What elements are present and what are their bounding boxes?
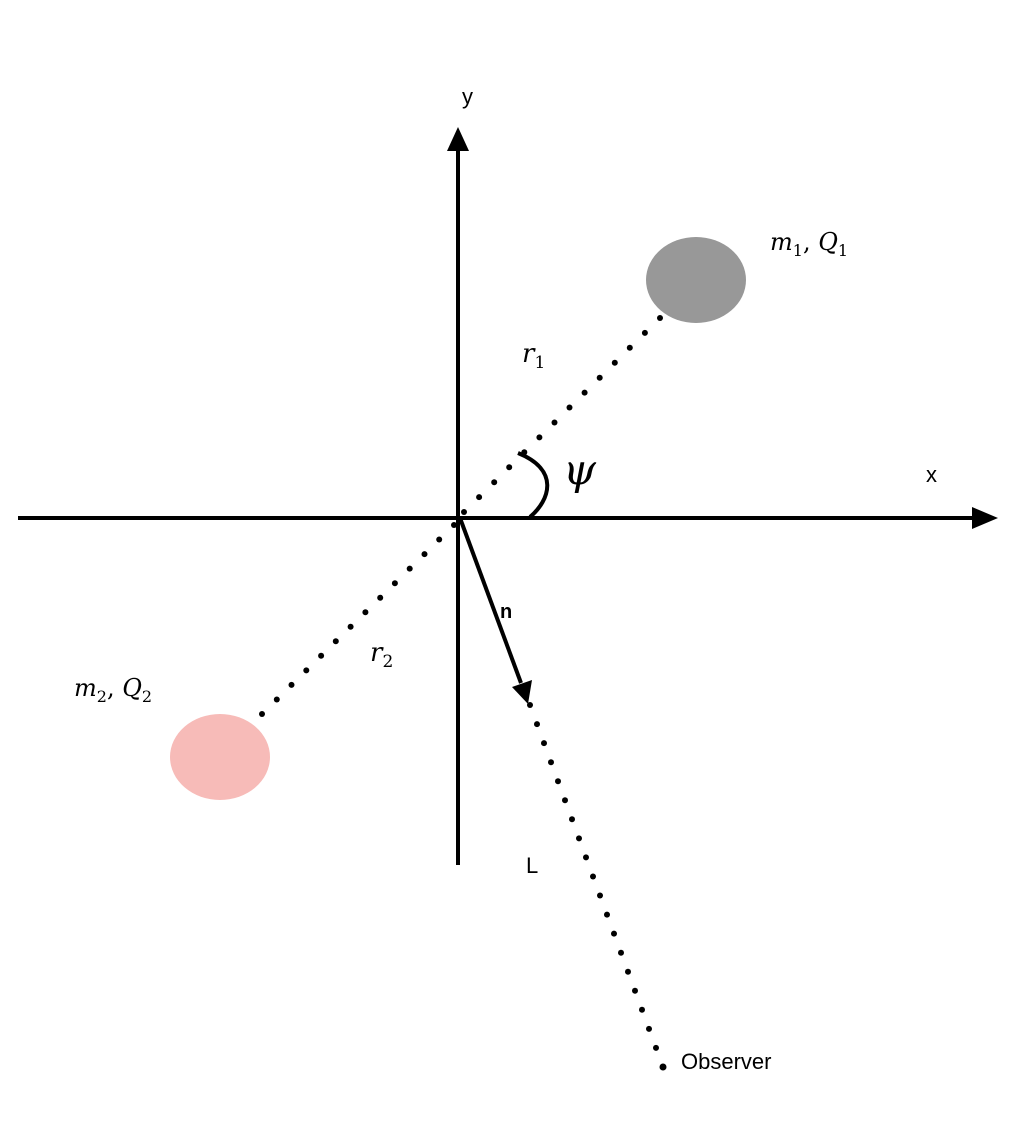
r1-dot: [626, 344, 633, 351]
r2-dot: [406, 565, 413, 572]
line-of-sight-dot: [604, 911, 610, 918]
body-2-circle: [170, 714, 270, 800]
body-1-label: m1, Q1: [770, 228, 848, 260]
r1-symbol: r: [522, 339, 536, 369]
body-2-charge-symbol: Q: [122, 674, 142, 702]
line-of-sight-dot: [562, 797, 568, 804]
line-of-sight-dot: [590, 873, 596, 880]
r2-dot: [347, 623, 354, 630]
r2-symbol: r: [370, 638, 384, 668]
line-of-sight-dot: [541, 740, 547, 747]
x-axis-arrowhead: [972, 507, 998, 529]
r2-dot: [451, 522, 457, 528]
body-1-charge-index: 1: [838, 241, 848, 260]
y-axis-label: y: [462, 84, 473, 109]
line-of-sight-dotted-line: [527, 702, 666, 1070]
body-2-separator: ,: [107, 674, 122, 702]
r2-dot: [273, 696, 280, 703]
body-2-mass-index: 2: [97, 687, 107, 706]
r2-dot: [436, 536, 443, 543]
r1-dot: [611, 359, 618, 366]
r2-dot: [318, 652, 325, 659]
body-1-charge-symbol: Q: [818, 228, 838, 256]
line-of-sight-dot: [611, 930, 617, 937]
r1-dotted-line: [461, 315, 663, 515]
line-of-sight-dot: [583, 854, 589, 861]
body-1-separator: ,: [803, 228, 818, 256]
r1-dot: [551, 419, 558, 426]
r1-dot: [536, 434, 543, 441]
r1-dot: [491, 479, 498, 486]
r2-dot: [288, 681, 295, 688]
r2-dot: [303, 667, 310, 674]
x-axis-label: x: [926, 462, 937, 487]
line-of-sight-dot: [625, 968, 631, 975]
angle-psi-arc: [517, 451, 550, 519]
body-1-circle: [646, 237, 746, 323]
r2-dot: [259, 711, 265, 717]
r2-dotted-line: [259, 522, 457, 717]
r2-dot: [332, 638, 339, 645]
body-1-mass-index: 1: [793, 241, 803, 260]
r2-dot: [377, 594, 384, 601]
angle-psi-label: ψ: [563, 445, 597, 494]
line-of-sight-dot: [569, 816, 575, 823]
body-1-mass-symbol: m: [770, 228, 793, 256]
r1-dot: [641, 329, 648, 336]
line-of-sight-dot: [618, 949, 624, 956]
body-2-mass-symbol: m: [74, 674, 97, 702]
r1-dot: [461, 509, 467, 515]
line-of-sight-dot: [534, 721, 540, 728]
line-of-sight-dot: [639, 1006, 645, 1013]
r1-dot: [506, 464, 513, 471]
r2-dot: [391, 580, 398, 587]
line-of-sight-dot: [646, 1025, 652, 1032]
r1-dot: [657, 315, 663, 321]
line-of-sight-dot: [653, 1044, 659, 1051]
r1-dot: [566, 404, 573, 411]
observer-point: [659, 1063, 667, 1071]
r2-dot: [362, 609, 369, 616]
line-of-sight-dot: [597, 892, 603, 899]
r1-dot: [581, 389, 588, 396]
r2-index: 2: [382, 652, 393, 672]
direction-vector-n-arrowhead: [512, 680, 532, 704]
r1-index: 1: [534, 353, 545, 373]
y-axis-arrowhead: [447, 127, 469, 151]
r1-dot: [596, 374, 603, 381]
line-of-sight-dot: [548, 759, 554, 766]
line-of-sight-dot: [527, 702, 533, 708]
observer-label: Observer: [681, 1049, 771, 1074]
body-2-charge-index: 2: [142, 687, 152, 706]
line-of-sight-dot: [632, 987, 638, 994]
line-of-sight-dot: [555, 778, 561, 785]
r2-dot: [421, 551, 428, 558]
r1-label: r1: [522, 339, 545, 373]
line-of-sight-dot: [576, 835, 582, 842]
direction-vector-n-shaft: [458, 517, 523, 684]
r2-label: r2: [370, 638, 393, 672]
line-of-sight-label: L: [526, 853, 538, 878]
r1-dot: [476, 494, 483, 501]
body-2-label: m2, Q2: [74, 674, 152, 706]
direction-vector-n-label: n: [500, 601, 512, 623]
